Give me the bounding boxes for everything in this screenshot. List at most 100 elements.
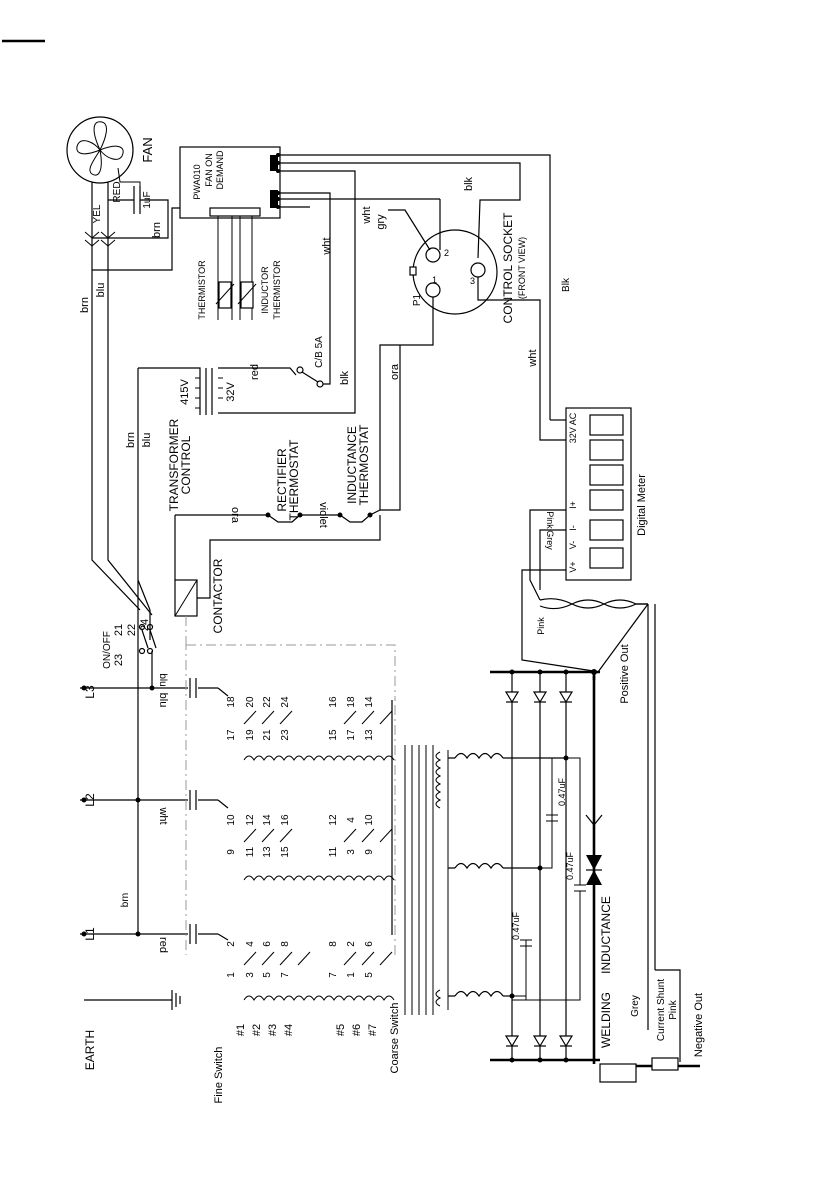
svg-text:12: 12 xyxy=(328,814,339,826)
svg-text:3: 3 xyxy=(346,849,357,855)
socket-pin xyxy=(425,247,441,263)
svg-text:17: 17 xyxy=(226,729,237,741)
svg-text:10: 10 xyxy=(364,814,375,826)
fine-switch-bank-1: 1 2 3 4 5 6 7 8 xyxy=(226,941,311,978)
switch-position: #1 xyxy=(235,1024,247,1036)
wire-label-red: red xyxy=(157,937,169,953)
fan-on-label: FAN ON xyxy=(204,153,214,187)
pwa-label: PWA010 xyxy=(192,164,202,199)
switch-position: #7 xyxy=(367,1024,379,1036)
coarse-switch-bank-2: 11 12 3 4 9 10 xyxy=(328,814,393,857)
wire-label-blu: blu xyxy=(157,673,168,686)
positive-out-label: Positive Out xyxy=(619,644,631,703)
control-socket-label: CONTROL SOCKET xyxy=(501,212,515,324)
wire-label-red: red xyxy=(249,364,261,380)
wire-label-wht: wht xyxy=(321,237,333,255)
on-off-label: ON/OFF xyxy=(102,631,113,669)
inductance-label: INDUCTANCE xyxy=(345,426,359,504)
capacitor-icon xyxy=(540,757,566,869)
voltage-415: 415V xyxy=(179,378,191,404)
wire-label-blk-upper: Blk xyxy=(561,277,572,292)
wire-label-brn: brn xyxy=(125,432,137,448)
fine-switch-bank-2: 9 10 11 12 13 14 15 16 xyxy=(226,814,293,858)
wire-label-pink: Pink xyxy=(668,999,679,1019)
wire-label-grey: Grey xyxy=(630,995,641,1017)
cap-label: 0.47uF xyxy=(557,777,567,806)
svg-text:20: 20 xyxy=(245,696,256,708)
svg-text:19: 19 xyxy=(245,729,256,741)
rectifier-label: RECTIFIER xyxy=(275,448,289,512)
control-transformer: 415V 32V red C/B 5A blk TRANSFORMER CONT… xyxy=(137,300,356,580)
inductance-thermostat-label: THERMOSTAT xyxy=(357,424,371,506)
svg-text:11: 11 xyxy=(328,846,339,857)
p1-label: P1 xyxy=(412,293,423,306)
svg-text:9: 9 xyxy=(226,849,237,855)
svg-text:22: 22 xyxy=(262,696,273,708)
svg-text:4: 4 xyxy=(245,941,256,947)
wire-label-brn: brn xyxy=(120,893,131,907)
wire-label-blu: blu xyxy=(157,693,169,708)
svg-text:3: 3 xyxy=(245,972,256,978)
inductor-thermistor-icon xyxy=(240,281,254,309)
svg-text:24: 24 xyxy=(280,696,291,708)
svg-text:9: 9 xyxy=(364,849,375,855)
wire-label-wht-lower: wht xyxy=(527,349,539,367)
svg-text:15: 15 xyxy=(328,729,339,741)
diode-icon xyxy=(586,870,602,885)
terminal-24: 24 xyxy=(139,619,151,631)
wire-label-pink: Pink xyxy=(545,511,555,529)
fine-switch-label: Fine Switch xyxy=(213,1047,225,1104)
wire-label-blu: blu xyxy=(95,283,107,298)
contactor-label: CONTACTOR xyxy=(211,558,225,633)
thermistor-label: THERMISTOR xyxy=(197,260,207,320)
wire-label-violet: violet xyxy=(317,502,329,528)
diode-icon xyxy=(504,1035,520,1048)
terminal-22: 22 xyxy=(126,624,138,636)
current-shunt-label: Current Shunt xyxy=(656,979,667,1041)
svg-text:14: 14 xyxy=(262,814,273,826)
wire-label-gry: gry xyxy=(375,214,387,230)
svg-text:1: 1 xyxy=(346,972,357,978)
svg-text:2: 2 xyxy=(226,941,237,947)
terminal-21: 21 xyxy=(113,624,125,636)
wire-label-wht: wht xyxy=(157,806,169,824)
welding-output: Positive Out WELDING INDUCTANCE Grey Cur… xyxy=(585,603,705,1083)
supply-lines: EARTH L1 L2 L3 brn wht red blu xyxy=(80,580,396,1070)
svg-text:18: 18 xyxy=(346,696,357,708)
contactor: CONTACTOR xyxy=(174,515,381,640)
terminal-block xyxy=(270,155,278,171)
svg-text:8: 8 xyxy=(328,941,339,947)
welding-label: WELDING xyxy=(599,992,613,1048)
wire-label-wht: wht xyxy=(361,206,373,224)
on-off-switch[interactable]: 21 22 23 24 ON/OFF brn blu brn blu blu xyxy=(79,283,168,687)
wire-label-blk: blk xyxy=(463,176,475,191)
control-socket: 1 2 3 P1 CONTROL SOCKET (FRONT VIEW) Blk… xyxy=(379,199,572,510)
svg-text:1: 1 xyxy=(226,972,237,978)
switch-position: #5 xyxy=(335,1024,347,1036)
fan-blade xyxy=(93,121,107,152)
diode-icon xyxy=(532,691,548,704)
diode-icon xyxy=(504,691,520,704)
switch-position: #2 xyxy=(251,1024,263,1036)
fan-icon xyxy=(66,116,134,184)
svg-text:5: 5 xyxy=(262,972,273,978)
inductor-block xyxy=(599,1063,637,1083)
tap-switches[interactable]: Fine Switch Coarse Switch #1 #2 #3 #4 #5… xyxy=(213,687,401,1104)
capacitor-icon xyxy=(512,939,532,1001)
fan-blade xyxy=(76,140,101,155)
cb-label: C/B 5A xyxy=(314,336,325,368)
meter-label: Digital Meter xyxy=(636,474,648,536)
front-view-label: (FRONT VIEW) xyxy=(517,237,527,299)
wire-label-grey: Grey xyxy=(545,530,555,550)
switch-position: #6 xyxy=(351,1024,363,1036)
svg-text:18: 18 xyxy=(226,696,237,708)
thermostats: RECTIFIER THERMOSTAT INDUCTANCE THERMOST… xyxy=(175,345,401,528)
pwa010-box xyxy=(179,146,281,219)
negative-out-label: Negative Out xyxy=(693,993,705,1057)
meter-v-minus: V- xyxy=(568,541,578,550)
wire-label-ora: ora xyxy=(229,507,241,524)
cap-label: 0.47uF xyxy=(511,911,521,940)
rectifier-bridge: 0.47uF 0.47uF 0.47uF xyxy=(490,669,600,1063)
meter-32vac: 32V AC xyxy=(568,412,578,443)
svg-text:14: 14 xyxy=(364,696,375,708)
